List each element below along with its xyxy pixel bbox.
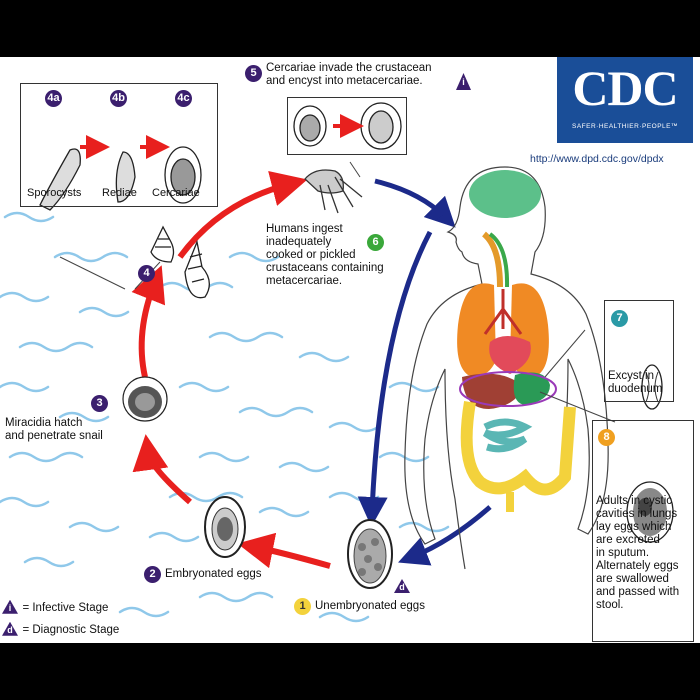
pointer-line bbox=[539, 391, 616, 423]
legend-diagnostic: d = Diagnostic Stage bbox=[2, 620, 119, 638]
infective-legend-icon: i bbox=[2, 599, 18, 614]
pointer-line bbox=[544, 329, 586, 378]
excyst-box bbox=[604, 300, 674, 402]
stage-8-line: in sputum. bbox=[596, 547, 650, 559]
brain bbox=[469, 170, 541, 218]
stage-badge-4c: 4c bbox=[175, 90, 192, 107]
stage-badge-5: 5 bbox=[245, 65, 262, 82]
stage-6-line: inadequately bbox=[266, 236, 332, 248]
stage-8-line: stool. bbox=[596, 599, 624, 611]
stage-8-line: are excreted bbox=[596, 534, 660, 546]
stage-8-text: Adults in cystic cavities in lungs lay e… bbox=[596, 495, 679, 612]
stage-5-line-1: Cercariae invade the crustacean bbox=[266, 62, 432, 74]
unembryonated-egg-image bbox=[347, 519, 393, 589]
stage-8-line: cavities in lungs bbox=[596, 508, 678, 520]
adult-fluke-box bbox=[592, 420, 694, 642]
excyst-image bbox=[641, 364, 663, 410]
duodenum-outline bbox=[459, 371, 557, 407]
stage-5-line-2: and encyst into metacercariae. bbox=[266, 75, 423, 87]
crustacean-image bbox=[304, 169, 363, 214]
snails bbox=[150, 225, 210, 299]
metacercaria-images bbox=[293, 102, 402, 150]
figure-artwork bbox=[0, 102, 674, 623]
liver bbox=[462, 373, 524, 409]
figure-panel: 4a 4b 4c Sporocysts Rediae Cercariae 4 5… bbox=[0, 57, 700, 643]
infective-legend-label: = Infective Stage bbox=[22, 602, 109, 614]
stage-badge-3: 3 bbox=[91, 395, 108, 412]
stage-8-line: and passed with bbox=[596, 586, 680, 598]
heart bbox=[489, 336, 531, 374]
intramolluscan-stage-images bbox=[39, 146, 202, 211]
embryonated-egg-image bbox=[204, 496, 246, 558]
stomach bbox=[513, 372, 550, 405]
left-lung bbox=[457, 283, 496, 376]
stage-badge-4a: 4a bbox=[45, 90, 62, 107]
diagnostic-legend-label: = Diagnostic Stage bbox=[22, 624, 120, 636]
stage-5-text: Cercariae invade the crustacean and ency… bbox=[266, 62, 432, 88]
stage-3-line: Miracidia hatch bbox=[5, 417, 83, 429]
stage-badge-1: 1 bbox=[294, 598, 311, 615]
stage-8-line: lay eggs which bbox=[596, 521, 672, 533]
stage-6-line: crustaceans containing bbox=[266, 262, 384, 274]
stage-8-line: Alternately eggs bbox=[596, 560, 679, 572]
sporocysts-label: Sporocysts bbox=[27, 187, 82, 199]
blue-arrows bbox=[357, 178, 492, 566]
stage-7-line: Excyst in bbox=[608, 370, 655, 382]
intramolluscan-stages-box bbox=[20, 83, 218, 207]
embryonated-eggs-label: Embryonated eggs bbox=[165, 568, 262, 580]
cercariae-label: Cercariae bbox=[152, 187, 200, 199]
stage-badge-4b: 4b bbox=[110, 90, 127, 107]
large-intestine bbox=[460, 401, 576, 496]
rediae-label: Rediae bbox=[102, 187, 137, 199]
trachea bbox=[481, 231, 503, 288]
stage-8-line: Adults in cystic bbox=[596, 495, 673, 507]
cdc-logo: CDC SAFER·HEALTHIER·PEOPLE™ bbox=[557, 57, 693, 143]
stage-6-line: cooked or pickled bbox=[266, 249, 356, 261]
red-arrows bbox=[131, 171, 331, 569]
human-body bbox=[404, 166, 609, 570]
stage-badge-8: 8 bbox=[598, 429, 615, 446]
stage-badge-2: 2 bbox=[144, 566, 161, 583]
cdc-tagline: SAFER·HEALTHIER·PEOPLE™ bbox=[571, 123, 678, 130]
stage-6-line: Humans ingest bbox=[266, 223, 343, 235]
diagnostic-legend-icon: d bbox=[2, 621, 18, 636]
miracidium-image bbox=[122, 376, 168, 422]
pointer-line bbox=[349, 161, 361, 178]
stage-badge-6: 6 bbox=[367, 234, 384, 251]
stage-6-text: Humans ingest inadequately cooked or pic… bbox=[266, 223, 384, 288]
cdc-url-link[interactable]: http://www.dpd.cdc.gov/dpdx bbox=[530, 153, 664, 165]
esophagus bbox=[488, 232, 510, 288]
stage-badge-7: 7 bbox=[611, 310, 628, 327]
crustacean-stage-box bbox=[287, 97, 407, 155]
cdc-logo-text: CDC bbox=[572, 60, 678, 116]
stage-7-text: Excyst in duodenum bbox=[608, 370, 662, 396]
stage-7-line: duodenum bbox=[608, 383, 663, 395]
stage-8-line: are swallowed bbox=[596, 573, 669, 585]
stage-6-line: metacercariae. bbox=[266, 275, 343, 287]
unembryonated-eggs-label: Unembryonated eggs bbox=[315, 600, 425, 612]
adult-fluke-image bbox=[626, 481, 674, 543]
legend-infective: i = Infective Stage bbox=[2, 598, 108, 616]
stage-3-line: and penetrate snail bbox=[5, 430, 103, 442]
small-intestine bbox=[482, 418, 533, 453]
stage-3-text: Miracidia hatch and penetrate snail bbox=[5, 417, 103, 443]
stage-badge-4: 4 bbox=[138, 265, 155, 282]
